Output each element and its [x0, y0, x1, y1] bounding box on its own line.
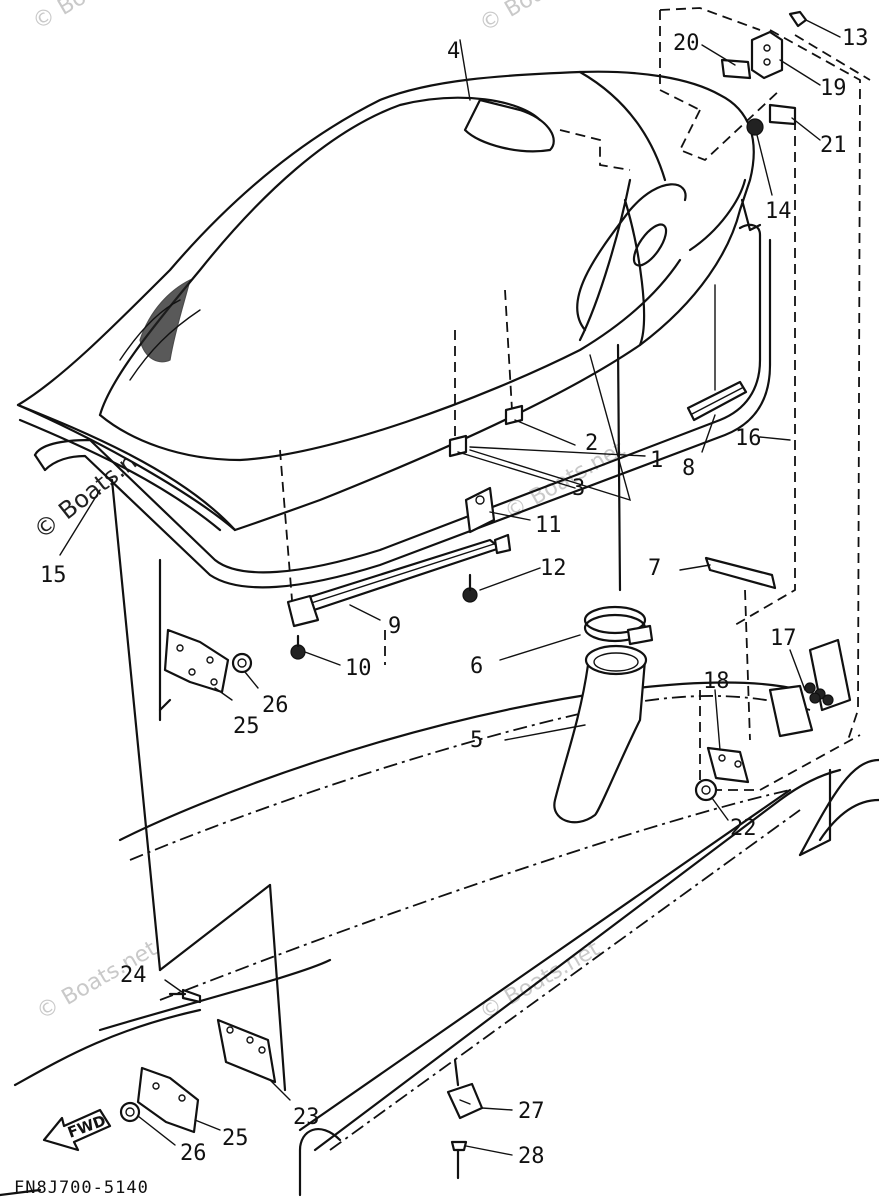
grommets — [448, 404, 524, 458]
callout-labels: 1 2 3 4 5 6 7 8 9 10 11 12 13 14 15 16 1… — [40, 26, 869, 1169]
hose-clamp — [553, 343, 654, 824]
hinge-upper — [158, 558, 253, 722]
callout-20: 20 — [673, 31, 700, 56]
callout-21: 21 — [820, 133, 847, 158]
callout-12: 12 — [540, 556, 567, 581]
callout-25-lower: 25 — [222, 1126, 249, 1151]
stay-assembly — [286, 486, 512, 660]
gasket-part-15 — [33, 223, 772, 589]
callout-15: 15 — [40, 563, 67, 588]
callout-24: 24 — [120, 963, 147, 988]
callout-14: 14 — [765, 199, 792, 224]
hull — [0, 681, 879, 1197]
callout-22: 22 — [730, 816, 757, 841]
callout-6: 6 — [470, 654, 483, 679]
callout-9: 9 — [388, 614, 401, 639]
callout-25-upper: 25 — [233, 714, 260, 739]
callout-2: 2 — [585, 431, 598, 456]
clip-rivet — [446, 1058, 484, 1180]
drawing-code: FN8J700-5140 — [14, 1178, 149, 1198]
fwd-arrow: FWD — [42, 1108, 112, 1152]
dashed-leaders — [279, 289, 513, 665]
callout-4: 4 — [447, 39, 460, 64]
pads — [686, 284, 777, 590]
callout-28: 28 — [518, 1144, 545, 1169]
callout-13: 13 — [842, 26, 869, 51]
callout-26-lower: 26 — [180, 1141, 207, 1166]
callout-19: 19 — [820, 76, 847, 101]
callout-23: 23 — [293, 1105, 320, 1130]
hinge-lower — [110, 478, 287, 1134]
watermark-top-left: © Boats.net — [29, 0, 158, 35]
callout-8: 8 — [682, 456, 695, 481]
rear-bracket-group — [659, 7, 871, 741]
callout-1: 1 — [650, 448, 663, 473]
callout-7: 7 — [648, 556, 661, 581]
callout-16: 16 — [735, 426, 762, 451]
callout-5: 5 — [470, 728, 483, 753]
callout-17: 17 — [770, 626, 797, 651]
hinge-right — [694, 589, 861, 802]
callout-11: 11 — [535, 513, 562, 538]
callout-10: 10 — [345, 656, 372, 681]
seat-part-1 — [16, 70, 755, 532]
callout-26-upper: 26 — [262, 693, 289, 718]
callout-3: 3 — [572, 476, 585, 501]
callout-27: 27 — [518, 1099, 545, 1124]
leader-lines — [59, 19, 841, 1156]
callout-18: 18 — [703, 669, 730, 694]
watermark-top-right: © Boats.net — [476, 0, 605, 37]
